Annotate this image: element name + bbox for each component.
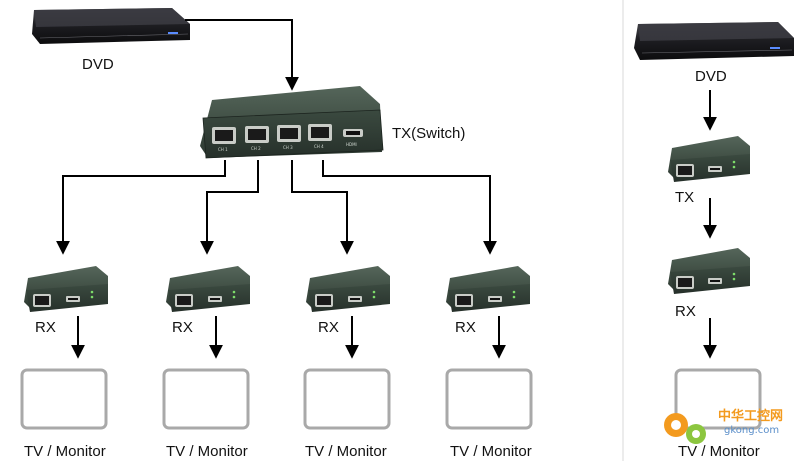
arrow-switch-to-rx1 xyxy=(56,160,226,255)
arrow-switch-to-rx3 xyxy=(291,160,354,255)
rx2-label: RX xyxy=(172,319,193,336)
arrow-switch-to-rx4 xyxy=(322,160,497,255)
rx-device-right xyxy=(668,248,750,294)
monitor-label-right: TV / Monitor xyxy=(678,443,760,460)
monitor2-label: TV / Monitor xyxy=(166,443,248,460)
rx-device-2 xyxy=(166,266,250,312)
monitor-4 xyxy=(445,368,533,430)
port-label-ch3: CH 3 xyxy=(283,145,293,150)
dvd-player-left xyxy=(32,8,190,44)
arrow-dvd-to-switch xyxy=(185,19,299,91)
dvd-label-right: DVD xyxy=(695,68,727,85)
rx-device-1 xyxy=(24,266,108,312)
tx-label-right: TX xyxy=(675,189,694,206)
monitor1-label: TV / Monitor xyxy=(24,443,106,460)
arrow-switch-to-rx2 xyxy=(200,160,259,255)
port-label-ch4: CH 4 xyxy=(314,144,324,149)
tx-device-right xyxy=(668,136,750,182)
dvd-label-left: DVD xyxy=(82,56,114,73)
monitor-right xyxy=(674,368,762,430)
rx-device-4 xyxy=(446,266,530,312)
port-label-ch2: CH 2 xyxy=(251,146,261,151)
watermark-logo: 中华工控网 gkong.com xyxy=(664,408,783,444)
port-label-ch1: CH 1 xyxy=(218,147,228,152)
rx-label-right: RX xyxy=(675,303,696,320)
rx3-label: RX xyxy=(318,319,339,336)
rx1-label: RX xyxy=(35,319,56,336)
port-label-hdmi: HDMI xyxy=(346,142,357,147)
monitor-2 xyxy=(162,368,250,430)
tx-switch-label: TX(Switch) xyxy=(392,125,465,142)
tx-switch-device: CH 1 CH 2 CH 3 CH 4 HDMI xyxy=(200,86,384,159)
watermark-url: gkong.com xyxy=(724,425,779,436)
rx4-label: RX xyxy=(455,319,476,336)
watermark-title: 中华工控网 xyxy=(718,408,783,424)
rx-device-3 xyxy=(306,266,390,312)
monitor-3 xyxy=(303,368,391,430)
monitor-1 xyxy=(20,368,108,430)
dvd-player-right xyxy=(634,22,794,60)
monitor3-label: TV / Monitor xyxy=(305,443,387,460)
monitor4-label: TV / Monitor xyxy=(450,443,532,460)
gear-icon xyxy=(664,413,706,444)
